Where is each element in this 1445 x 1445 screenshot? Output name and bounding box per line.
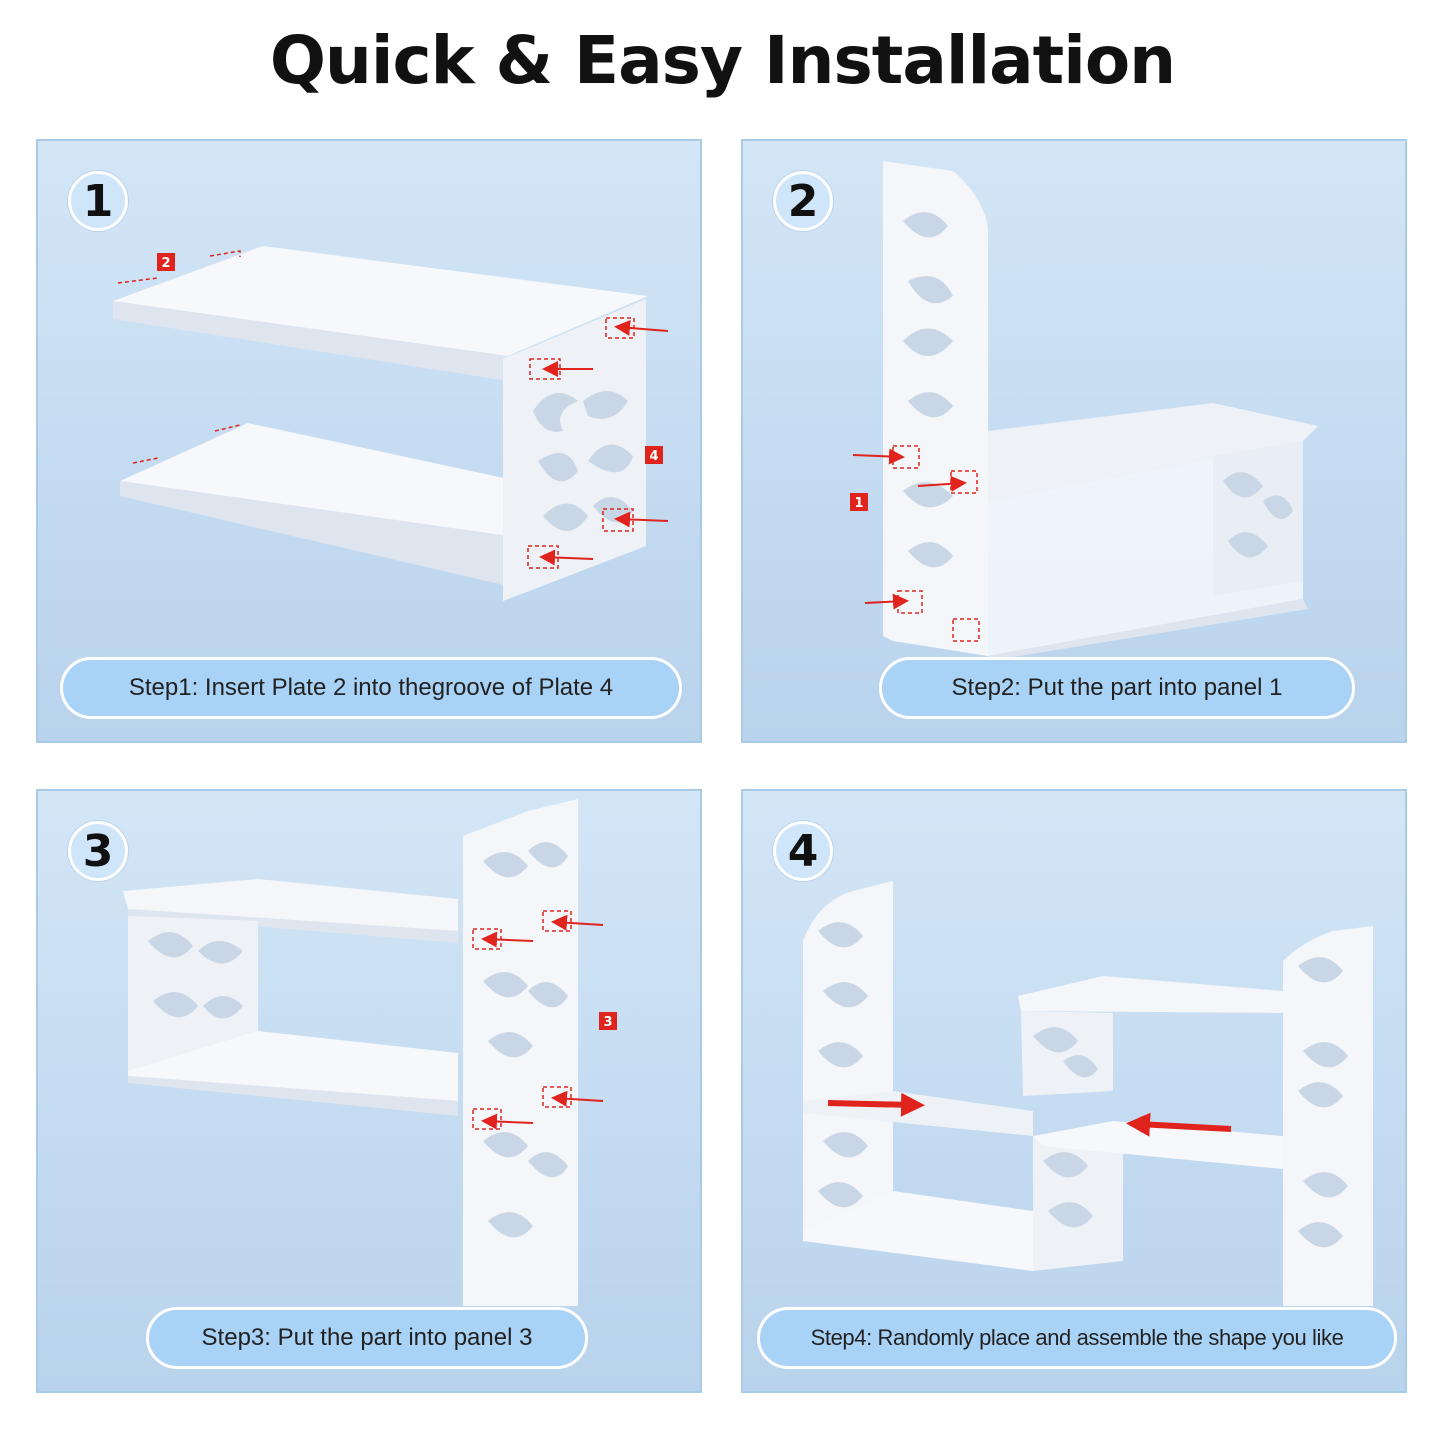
- step-3-badge: 3: [68, 821, 128, 881]
- step-3-panel: 3 3 Step3: Put the part into panel 3: [36, 789, 702, 1393]
- step-3-caption: Step3: Put the part into panel 3: [146, 1307, 588, 1369]
- step-1-illustration: 2 4: [113, 246, 669, 601]
- step-2-panel: 1 2 Step2: Put the part into panel 1: [741, 139, 1407, 743]
- step-1-caption: Step1: Insert Plate 2 into thegroove of …: [60, 657, 682, 719]
- marker-panel-3: 3: [599, 1012, 617, 1030]
- step-1-panel: 2 4 1 Step1: Insert Plate 2 into thegroo…: [36, 139, 702, 743]
- step-4-caption: Step4: Randomly place and assemble the s…: [757, 1307, 1397, 1369]
- step-3-illustration: 3: [123, 799, 617, 1306]
- marker-plate-2: 2: [157, 253, 175, 271]
- page-title: Quick & Easy Installation: [269, 22, 1176, 99]
- step-4-badge: 4: [773, 821, 833, 881]
- svg-text:4: 4: [649, 449, 658, 464]
- marker-plate-4: 4: [645, 446, 663, 464]
- step-1-badge: 1: [68, 171, 128, 231]
- step-4-illustration: [803, 881, 1373, 1306]
- step-2-badge: 2: [773, 171, 833, 231]
- svg-text:3: 3: [603, 1015, 612, 1030]
- step-2-illustration: 1: [850, 161, 1318, 661]
- step-2-caption: Step2: Put the part into panel 1: [879, 657, 1355, 719]
- svg-text:2: 2: [161, 256, 170, 271]
- marker-panel-1: 1: [850, 493, 868, 511]
- svg-text:1: 1: [854, 496, 863, 511]
- step-4-panel: 4 Step4: Randomly place and assemble the…: [741, 789, 1407, 1393]
